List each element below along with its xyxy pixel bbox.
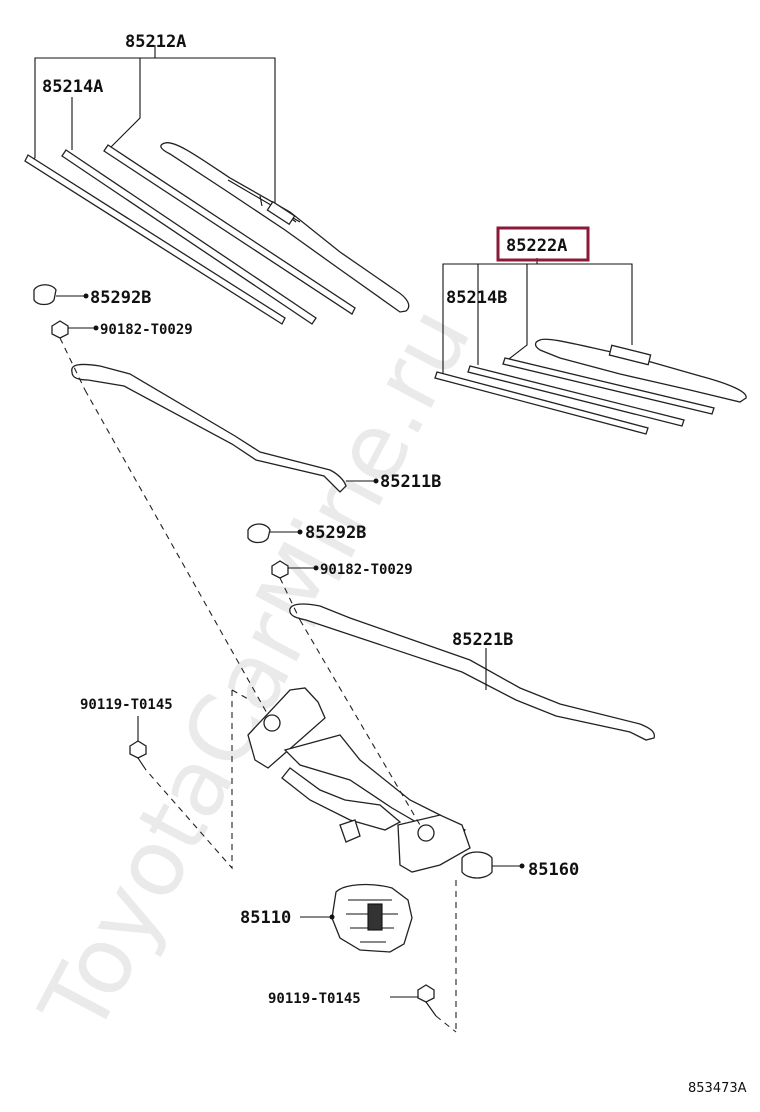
front-blade-group	[24, 45, 410, 325]
label-85292B-front: 85292B	[90, 288, 151, 308]
wiper-linkage-group	[247, 687, 525, 879]
linkage-right-bracket[interactable]	[397, 814, 471, 873]
label-85214A: 85214A	[42, 77, 103, 97]
right-pivot-shaft	[417, 824, 435, 842]
bolt-upper-group	[129, 716, 147, 771]
linkage-connector[interactable]	[461, 851, 493, 879]
label-90182-T0029-rear: 90182-T0029	[320, 562, 413, 578]
label-85214B: 85214B	[446, 288, 507, 308]
label-90119-T0145-upper: 90119-T0145	[80, 697, 173, 713]
figure-code: 853473A	[688, 1081, 747, 1096]
front-arm-group	[33, 284, 379, 493]
rear-refill-strip-b[interactable]	[467, 365, 685, 427]
motor-group	[300, 883, 413, 953]
label-85110: 85110	[240, 908, 291, 928]
watermark: ToyotaCarMine.ru	[19, 290, 491, 1051]
motor-connector	[367, 903, 383, 931]
front-refill-strip-a[interactable]	[24, 154, 286, 325]
rear-refill-strip-c[interactable]	[502, 357, 715, 415]
label-85160: 85160	[528, 860, 579, 880]
front-refill-strip-b[interactable]	[61, 149, 317, 325]
bolt-lower-group	[390, 984, 437, 1017]
front-refill-strip-c[interactable]	[103, 144, 356, 315]
linkage-lower-rod[interactable]	[281, 767, 402, 831]
label-85212A: 85212A	[125, 32, 186, 52]
lower-bolt[interactable]	[417, 984, 435, 1003]
label-90119-T0145-lower: 90119-T0145	[268, 991, 361, 1007]
linkage-left-bracket[interactable]	[247, 687, 326, 769]
label-85292B-rear: 85292B	[305, 523, 366, 543]
rear-wiper-blade[interactable]	[534, 338, 747, 403]
front-wiper-blade[interactable]	[160, 142, 410, 313]
label-85211B: 85211B	[380, 472, 441, 492]
rear-wiper-arm[interactable]	[289, 603, 656, 741]
rear-pivot-cap[interactable]	[247, 523, 271, 544]
front-pivot-cap[interactable]	[33, 284, 57, 306]
label-85221B: 85221B	[452, 630, 513, 650]
rear-arm-group	[247, 523, 656, 741]
rear-blade-group	[434, 258, 747, 435]
rear-refill-strip-a[interactable]	[434, 371, 649, 435]
upper-bolt[interactable]	[129, 740, 147, 759]
front-nut[interactable]	[51, 320, 69, 339]
rear-nut[interactable]	[271, 560, 289, 579]
left-pivot-shaft	[263, 714, 281, 732]
assembly-dashed-lines	[59, 337, 457, 1033]
label-85222A[interactable]: 85222A	[506, 236, 567, 256]
label-90182-T0029-front: 90182-T0029	[100, 322, 193, 338]
highlight-85222A	[496, 226, 590, 262]
